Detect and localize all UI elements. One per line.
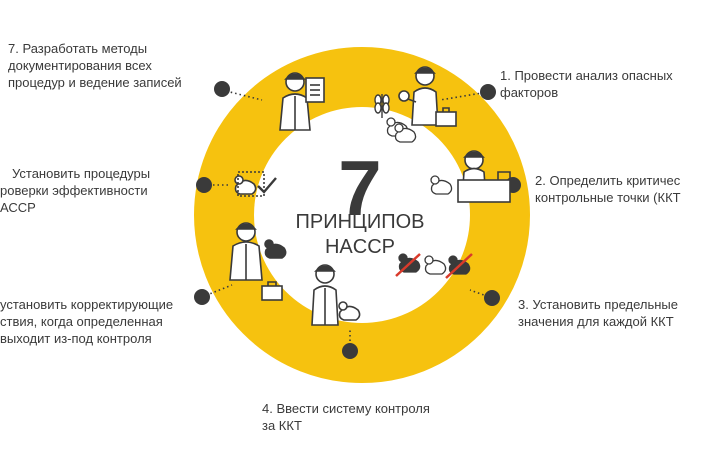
chicken-near-desk-icon — [430, 175, 453, 195]
worker-with-clipboard-icon — [279, 72, 325, 131]
principle-7-line3: процедур и ведение записей — [8, 75, 182, 90]
principle-3-label: 3. Установить предельные значения для ка… — [518, 296, 678, 330]
principle-3-line1: 3. Установить предельные — [518, 297, 679, 312]
principle-1-line1: 1. Провести анализ опасных — [500, 68, 673, 83]
principle-1-line2: факторов — [500, 85, 559, 100]
dot-principle-4 — [342, 343, 358, 359]
dot-principle-5 — [194, 289, 210, 305]
principle-2-line1: 2. Определить критичес — [535, 173, 681, 188]
worker-at-desk-icon — [457, 150, 511, 203]
dot-principle-6 — [196, 177, 212, 193]
principle-4-line1: 4. Ввести систему контроля — [262, 401, 430, 416]
principle-6-line2: роверки эффективности — [0, 183, 148, 198]
principle-4-line2: за ККТ — [262, 418, 302, 433]
principle-3-line2: значения для каждой ККТ — [518, 314, 674, 329]
dot-principle-7 — [214, 81, 230, 97]
yellow-ring — [194, 47, 530, 383]
worker-with-briefcase-icon — [229, 222, 287, 301]
principle-2-line2: контрольные точки (ККТ — [535, 190, 681, 205]
worker-with-magnifier-icon — [398, 66, 457, 127]
dot-principle-3 — [484, 290, 500, 306]
principle-5-line2: ствия, когда определенная — [0, 314, 163, 329]
principle-4-label: 4. Ввести систему контроля за ККТ — [262, 400, 430, 434]
dot-principle-1 — [480, 84, 496, 100]
chicken-icon — [386, 117, 417, 143]
principle-5-line3: выходит из-под контроля — [0, 331, 152, 346]
principle-7-line1: 7. Разработать методы — [8, 41, 148, 56]
principle-7-line2: документирования всех — [8, 58, 152, 73]
principle-6-line1: Установить процедуры — [12, 166, 151, 181]
principle-7-label: 7. Разработать методы документирования в… — [8, 40, 182, 91]
checkbox-icon — [234, 171, 277, 197]
principle-6-line3: АССР — [0, 200, 36, 215]
principle-5-line1: установить корректирующие — [0, 297, 174, 312]
wheat-icon — [374, 94, 390, 118]
principle-5-label: установить корректирующие ствия, когда о… — [0, 296, 173, 347]
center-number: 7 — [338, 144, 382, 232]
principle-1-label: 1. Провести анализ опасных факторов — [500, 67, 673, 101]
principle-6-label: Установить процедуры роверки эффективнос… — [0, 165, 150, 216]
worker-with-chicken-icon — [311, 264, 361, 326]
principle-2-label: 2. Определить критичес контрольные точки… — [535, 172, 681, 206]
crossed-chicken-icon — [395, 253, 473, 279]
center-title-line2: HACCP — [324, 236, 395, 258]
center-title-line1: ПРИНЦИПОВ — [295, 211, 425, 233]
